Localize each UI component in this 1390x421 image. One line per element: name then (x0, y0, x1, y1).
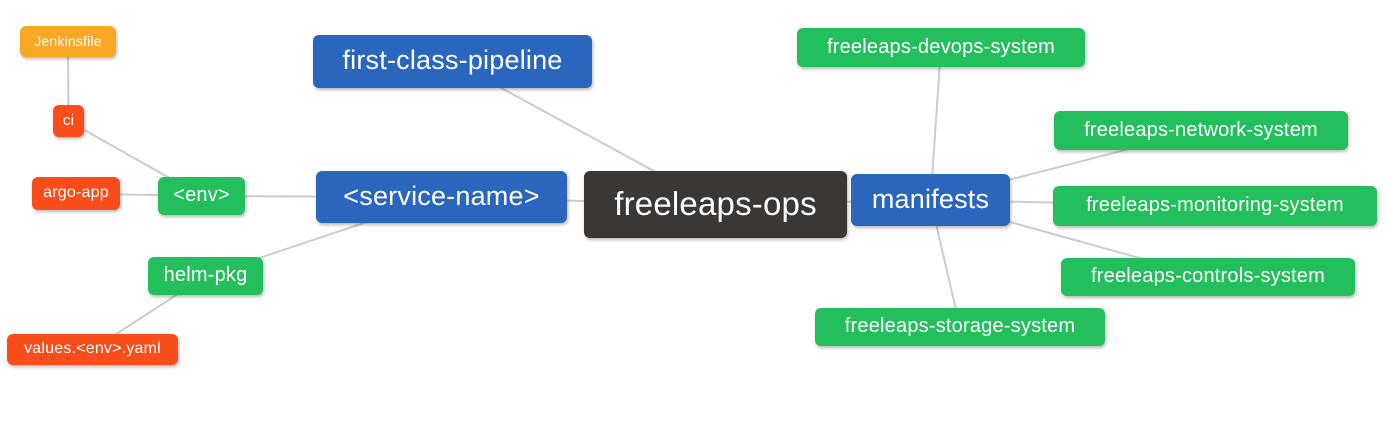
node-freeleaps-devops-system[interactable]: freeleaps-devops-system (797, 28, 1085, 67)
node-label-freeleaps-storage-system: freeleaps-storage-system (844, 315, 1076, 337)
node-first-class-pipeline[interactable]: first-class-pipeline (313, 35, 592, 88)
node-manifests[interactable]: manifests (851, 174, 1010, 226)
node-freeleaps-ops[interactable]: freeleaps-ops (584, 171, 847, 238)
node-label-freeleaps-devops-system: freeleaps-devops-system (826, 35, 1056, 58)
node-label-manifests: manifests (871, 183, 990, 214)
node-ci[interactable]: ci (53, 105, 84, 137)
node-freeleaps-storage-system[interactable]: freeleaps-storage-system (815, 308, 1105, 346)
node-values-env-yaml[interactable]: values.<env>.yaml (7, 334, 178, 365)
node-argo-app[interactable]: argo-app (32, 177, 120, 210)
node-label-argo-app: argo-app (43, 183, 109, 201)
node-freeleaps-controls-system[interactable]: freeleaps-controls-system (1061, 258, 1355, 296)
node-label-env: <env> (173, 184, 230, 206)
node-label-freeleaps-monitoring-system: freeleaps-monitoring-system (1086, 194, 1344, 216)
node-service-name[interactable]: <service-name> (316, 171, 567, 223)
node-freeleaps-monitoring-system[interactable]: freeleaps-monitoring-system (1053, 186, 1377, 226)
node-env[interactable]: <env> (158, 177, 245, 215)
node-jenkinsfile[interactable]: Jenkinsfile (20, 26, 116, 57)
node-label-freeleaps-ops: freeleaps-ops (614, 185, 817, 222)
node-label-first-class-pipeline: first-class-pipeline (342, 45, 563, 75)
node-label-helm-pkg: helm-pkg (163, 264, 248, 286)
node-label-service-name: <service-name> (343, 180, 540, 211)
node-label-values-env-yaml: values.<env>.yaml (24, 339, 161, 357)
node-label-ci: ci (62, 111, 75, 129)
node-freeleaps-network-system[interactable]: freeleaps-network-system (1054, 111, 1348, 150)
node-helm-pkg[interactable]: helm-pkg (148, 257, 263, 295)
node-label-freeleaps-controls-system: freeleaps-controls-system (1091, 265, 1325, 287)
node-label-jenkinsfile: Jenkinsfile (34, 32, 102, 49)
node-label-freeleaps-network-system: freeleaps-network-system (1084, 118, 1318, 141)
